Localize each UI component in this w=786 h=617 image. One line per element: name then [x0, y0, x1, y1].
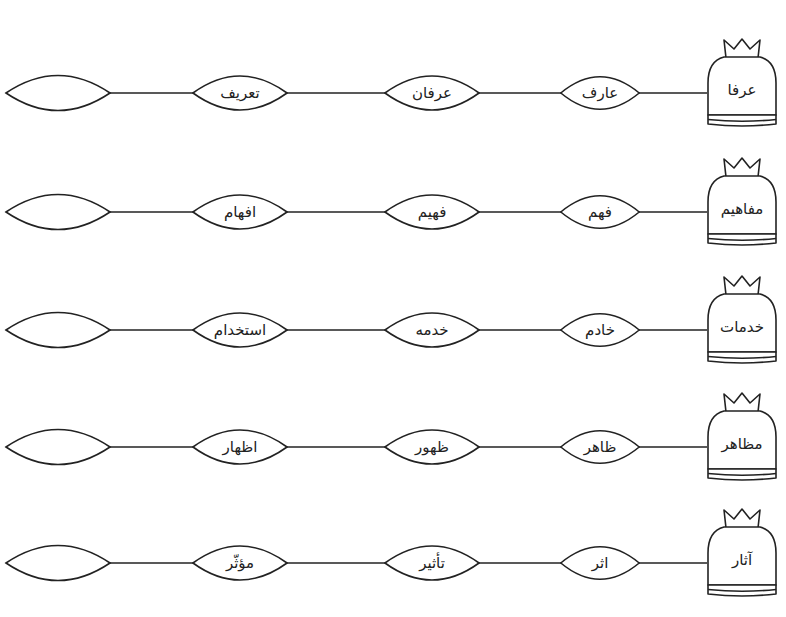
chain-connector: [479, 92, 563, 94]
word-box: ظاهر: [560, 426, 640, 468]
leaf-node: تعریف: [192, 71, 288, 115]
word: خادم: [585, 321, 615, 339]
word: آثار: [732, 551, 752, 569]
word-box: مفاهیم: [704, 184, 780, 234]
word-box: تأثیر: [384, 541, 480, 585]
leaf-node: ظاهر: [560, 426, 640, 468]
leaf-node: اظهار: [192, 425, 288, 469]
pomegranate-node: آثار: [704, 507, 780, 599]
leaf-node: عارف: [560, 72, 640, 114]
word: مفاهیم: [721, 200, 764, 218]
chain-connector: [479, 562, 563, 564]
word-box: مظاهر: [704, 419, 780, 469]
word: تعریف: [220, 84, 259, 102]
word: فهم: [588, 203, 612, 221]
word: استخدام: [214, 321, 266, 339]
word-box: افهام: [192, 190, 288, 234]
chain-connector: [479, 211, 563, 213]
word-box: تعریف: [192, 71, 288, 115]
word: عارف: [582, 84, 618, 102]
empty-leaf: [6, 546, 110, 581]
leaf-node: اثر: [560, 542, 640, 584]
word: ظهور: [415, 438, 449, 456]
chain-connector: [639, 329, 707, 331]
word: مؤثّر: [226, 554, 254, 572]
chain-connector: [287, 329, 387, 331]
leaf-node: خادم: [560, 309, 640, 351]
leaf-node: افهام: [192, 190, 288, 234]
empty-leaf: [6, 76, 110, 111]
chain-connector: [639, 562, 707, 564]
leaf-node: تأثیر: [384, 541, 480, 585]
word-box: عرفا: [704, 65, 780, 115]
word: افهام: [224, 203, 256, 221]
pomegranate-node: مظاهر: [704, 391, 780, 483]
word-box: خادم: [560, 309, 640, 351]
leaf-node: مؤثّر: [192, 541, 288, 585]
empty-leaf: [6, 195, 110, 230]
word: عرفان: [412, 84, 452, 102]
word-box: مؤثّر: [192, 541, 288, 585]
leaf-node: فهیم: [384, 190, 480, 234]
chain-connector: [639, 446, 707, 448]
chain-connector: [639, 92, 707, 94]
word-box: اثر: [560, 542, 640, 584]
word: اظهار: [223, 438, 258, 456]
empty-leaf: [6, 430, 110, 465]
word-box: آثار: [704, 535, 780, 585]
word: فهیم: [418, 203, 447, 221]
chain-connector: [287, 446, 387, 448]
chain-connector: [479, 446, 563, 448]
leaf-node: ظهور: [384, 425, 480, 469]
leaf-node: فهم: [560, 191, 640, 233]
word-box: فهم: [560, 191, 640, 233]
word-box: استخدام: [192, 308, 288, 352]
chain-connector: [287, 211, 387, 213]
word: تأثیر: [419, 554, 445, 572]
word-box: خدمات: [704, 302, 780, 352]
word: مظاهر: [721, 435, 762, 453]
word-box: ظهور: [384, 425, 480, 469]
pomegranate-node: مفاهیم: [704, 156, 780, 248]
word-box: فهیم: [384, 190, 480, 234]
word-box: اظهار: [192, 425, 288, 469]
word: ظاهر: [584, 438, 617, 456]
chain-connector: [479, 329, 563, 331]
chain-connector: [287, 92, 387, 94]
word: خدمه: [415, 321, 448, 339]
word: خدمات: [720, 318, 764, 336]
chain-connector: [639, 211, 707, 213]
word-box: عارف: [560, 72, 640, 114]
word-box: عرفان: [384, 71, 480, 115]
pomegranate-node: خدمات: [704, 274, 780, 366]
leaf-node: استخدام: [192, 308, 288, 352]
leaf-node: خدمه: [384, 308, 480, 352]
word: اثر: [592, 554, 609, 572]
pomegranate-node: عرفا: [704, 37, 780, 129]
word: عرفا: [728, 81, 757, 99]
word-box: خدمه: [384, 308, 480, 352]
empty-leaf: [6, 313, 110, 348]
leaf-node: عرفان: [384, 71, 480, 115]
chain-connector: [287, 562, 387, 564]
